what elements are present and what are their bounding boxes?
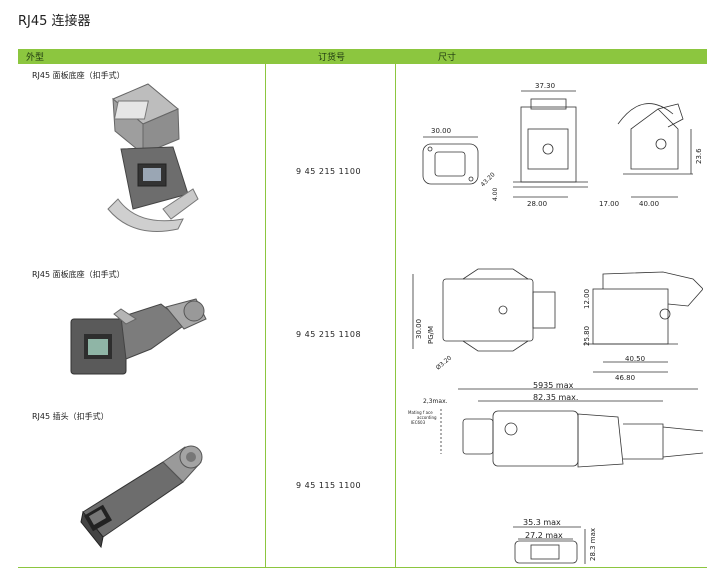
header-appearance: 外型 [26, 53, 45, 63]
row2-order-no: 9 45 215 1108 [296, 330, 362, 339]
d2-hole: Ø3.20 [435, 354, 453, 371]
d3-h-side: 28.3 max [589, 528, 597, 561]
d1-slant: 43.20 [479, 171, 496, 188]
row3-order-no: 9 45 115 1100 [296, 481, 362, 490]
row1-order-no: 9 45 215 1100 [296, 167, 362, 176]
row1-label: RJ45 面板底座（扣手式） [32, 71, 125, 80]
d2-height-left: 30.00 [415, 319, 423, 339]
product-table: 外型 订货号 尺寸 RJ45 面板底座（扣手式） RJ45 面板底座（扣手式） … [18, 49, 707, 568]
d3-w-inner: 27.2 max [525, 531, 563, 540]
table-bottom-line [18, 567, 707, 568]
d3-note-1: Mating f ace [408, 410, 433, 415]
product-image-panel-base-1 [107, 83, 199, 232]
d2-w-b: 46.80 [615, 374, 635, 382]
d1-base-a: 28.00 [527, 200, 547, 208]
page-title: RJ45 连接器 [18, 14, 91, 29]
d1-height: 23.6 [695, 148, 703, 164]
d2-pg: PG/M [427, 326, 435, 344]
d2-w-a: 40.50 [625, 355, 645, 363]
drawing-plug: 5935 max 82.35 max. 2,3max. Mating f ace… [408, 381, 703, 564]
d2-h-top: 12.00 [583, 289, 591, 309]
drawing-panel-base-2: 30.00 PG/M Ø3.20 12.00 25.80 40.50 46.80 [412, 268, 703, 382]
d3-len-total: 5935 max [533, 381, 574, 390]
header-order-no: 订货号 [318, 53, 346, 63]
d1-base-b: 17.00 [599, 200, 619, 208]
table-header: 外型 订货号 尺寸 [18, 49, 707, 64]
product-image-panel-base-2 [70, 298, 207, 375]
d3-note-2: according [417, 415, 437, 420]
d1-small: 4.00 [492, 187, 499, 201]
drawing-panel-base-1: 30.00 43.20 4.00 37.30 28.00 17.00 40.00… [422, 82, 703, 208]
d1-top-width: 37.30 [535, 82, 555, 90]
d3-w-outer: 35.3 max [523, 518, 561, 527]
header-size: 尺寸 [438, 53, 457, 63]
d3-note-3: IEC603 [411, 420, 426, 425]
column-divider-1 [265, 64, 266, 568]
d1-left-width: 30.00 [431, 127, 451, 135]
d3-len-inner: 82.35 max. [533, 393, 578, 402]
d2-h-mid: 25.80 [583, 326, 591, 346]
row2-label: RJ45 面板底座（扣手式） [32, 270, 125, 279]
row3-label: RJ45 插头（扣手式） [32, 412, 109, 421]
column-divider-2 [395, 64, 396, 568]
d1-base-c: 40.00 [639, 200, 659, 208]
product-image-plug [80, 445, 203, 549]
d3-small-gap: 2,3max. [423, 398, 448, 405]
